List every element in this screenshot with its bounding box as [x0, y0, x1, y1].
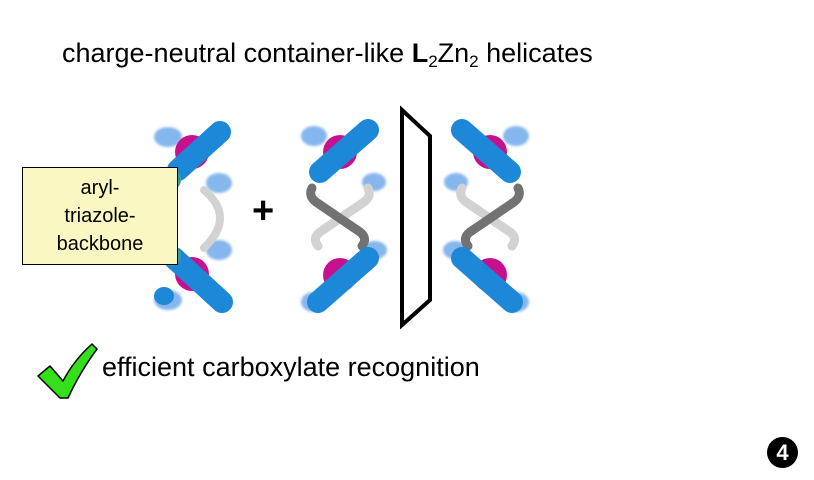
page-title: charge-neutral container-like L2Zn2 heli… — [62, 38, 593, 71]
backbone-label-line2: triazole- — [64, 205, 136, 227]
conclusion-text: efficient carboxylate recognition — [102, 352, 480, 382]
mirror-plane — [400, 105, 432, 330]
middle-helicate — [301, 119, 387, 313]
check-icon — [37, 343, 98, 399]
page-number-badge: 4 — [767, 437, 798, 468]
plus-sign: + — [252, 190, 275, 232]
backbone-label-line3: backbone — [56, 233, 144, 255]
backbone-label: aryl- triazole- backbone — [22, 167, 178, 265]
right-helicate — [443, 119, 529, 313]
backbone-label-line1: aryl- — [80, 177, 120, 199]
